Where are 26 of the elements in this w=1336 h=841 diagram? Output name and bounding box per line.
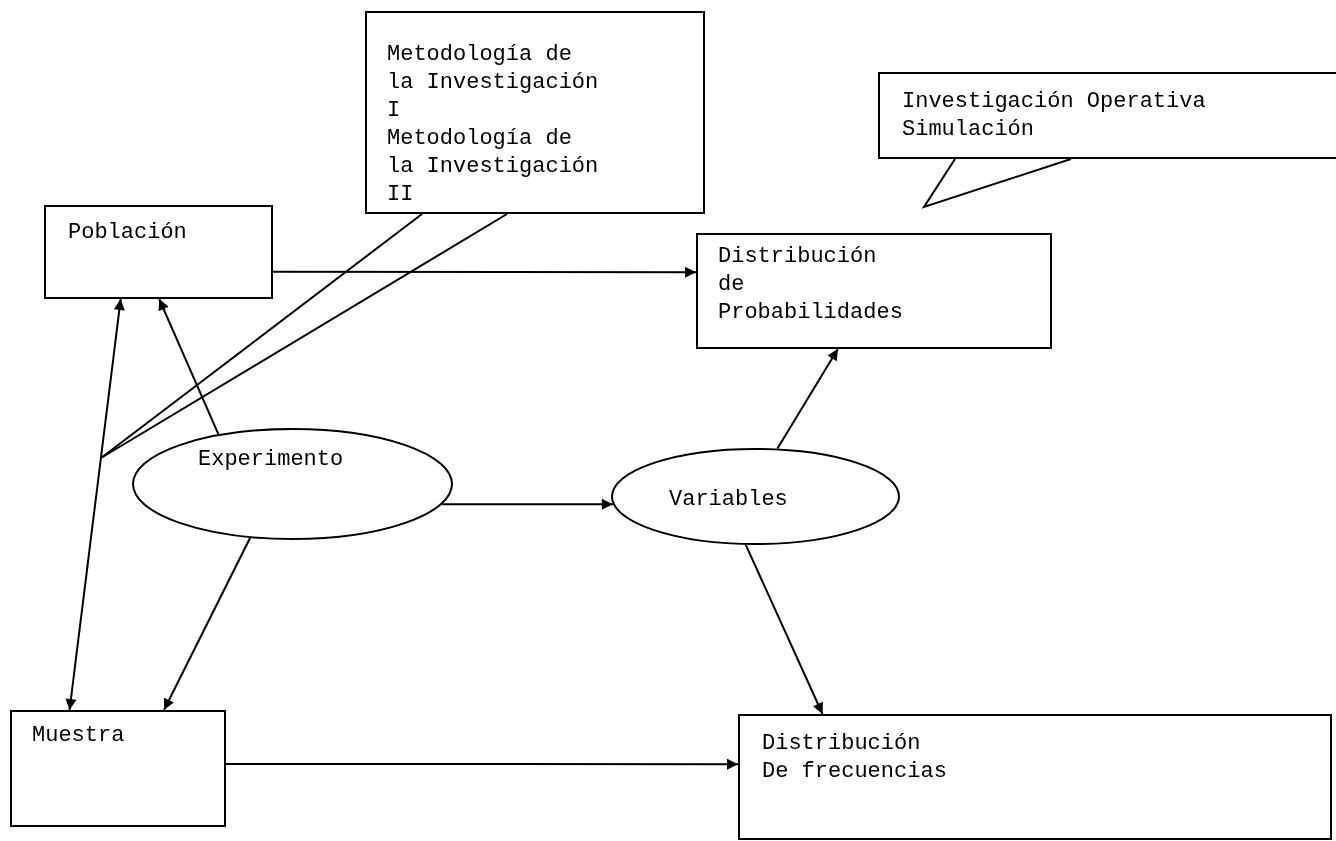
node-label: Muestra — [32, 722, 126, 750]
node-label: Simulación — [902, 116, 1036, 144]
ellipse-node — [611, 448, 900, 545]
node-label: Metodología de la Investigación II — [387, 125, 600, 209]
process-box — [10, 710, 226, 827]
arrow — [163, 537, 252, 711]
arrow — [225, 758, 739, 770]
node-label: Variables — [669, 486, 789, 514]
node-label: Investigación Operativa — [902, 88, 1207, 116]
node-label: Población — [68, 219, 188, 247]
arrow — [441, 498, 614, 510]
callout-box — [365, 11, 705, 214]
arrow — [272, 266, 697, 278]
process-box — [738, 714, 1332, 840]
node-label: Distribución De frecuencias — [762, 730, 948, 786]
arrow — [744, 543, 824, 715]
process-box — [696, 233, 1052, 349]
arrow — [158, 298, 220, 436]
node-label: Metodología de la Investigación I — [387, 41, 600, 125]
arrow — [776, 348, 839, 450]
ellipse-node — [132, 428, 453, 540]
node-label: Distribución de Probabilidades — [718, 243, 904, 327]
arrow — [65, 298, 125, 711]
process-box — [44, 205, 273, 299]
callout-box — [878, 72, 1336, 159]
node-label: Experimento — [198, 446, 345, 474]
